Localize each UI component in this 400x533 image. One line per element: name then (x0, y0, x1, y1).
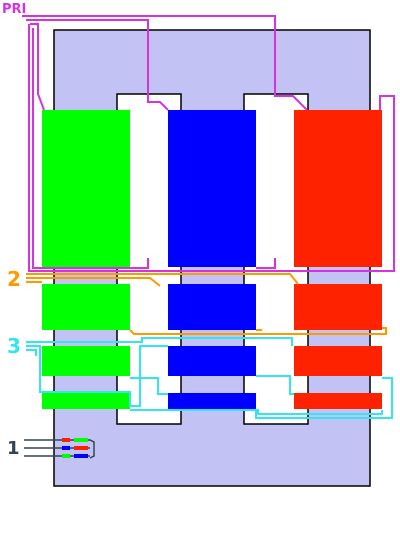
primary-wire-return-3 (256, 258, 276, 269)
label-secondary-1: 1 (7, 438, 20, 459)
secondary-3-coils (42, 346, 382, 376)
terminal-green-1 (74, 438, 88, 442)
wire-3-b (26, 345, 168, 407)
secondary-1-wiring (24, 438, 95, 459)
secondary-3-coil-a (42, 346, 130, 376)
secondary-3-coil-b (168, 346, 256, 376)
wire-3-a (26, 337, 293, 346)
primary-wire-return (28, 24, 395, 272)
secondary-1-coil-a (42, 393, 130, 409)
label-secondary-2: 2 (7, 267, 21, 291)
primary-coil-b (168, 110, 256, 267)
label-primary: PRI (2, 2, 26, 17)
wire-2-a (26, 273, 299, 285)
secondary-2-coils (42, 284, 382, 330)
secondary-1-coil-c (294, 393, 382, 409)
primary-coil-a (42, 110, 130, 267)
terminal-red-2 (74, 446, 88, 450)
secondary-1-coils (42, 393, 382, 409)
wire-3-d (130, 377, 168, 395)
secondary-2-coil-c (294, 284, 382, 330)
primary-wire-inner (30, 23, 45, 111)
label-secondary-3: 3 (7, 334, 21, 358)
primary-coils (42, 110, 382, 267)
terminal-blue-2 (62, 446, 70, 450)
primary-wire-outer (22, 15, 308, 111)
wire-2-b (26, 277, 161, 287)
primary-wire-mid (26, 19, 169, 111)
secondary-2-coil-b (168, 284, 256, 330)
primary-wire-return-2 (32, 28, 149, 269)
terminal-blue-3 (74, 454, 88, 458)
terminal-green-3 (62, 454, 70, 458)
secondary-2-wiring (26, 273, 387, 335)
secondary-1-coil-b (168, 393, 256, 409)
wire-3-g (130, 409, 383, 415)
secondary-3-wiring (26, 337, 393, 419)
secondary-2-coil-a (42, 284, 130, 330)
wire-3-e (256, 375, 294, 395)
primary-coil-c (294, 110, 382, 267)
wire-3-c (26, 349, 37, 356)
secondary-3-coil-c (294, 346, 382, 376)
wire-2-return (129, 327, 387, 335)
wire-3-f (255, 377, 393, 419)
primary-wiring (22, 15, 395, 272)
terminal-red-1 (62, 438, 70, 442)
